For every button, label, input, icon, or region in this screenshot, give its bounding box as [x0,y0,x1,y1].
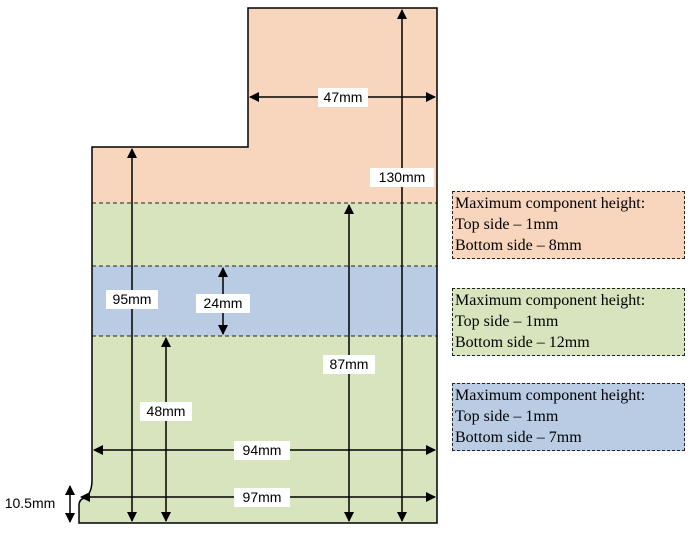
legend-title: Maximum component height: [455,292,646,309]
legend-bottom-side: Bottom side – 7mm [455,429,582,446]
legend-title: Maximum component height: [455,387,646,404]
label-band-height: 24mm [204,295,243,311]
legend-top-side: Top side – 1mm [455,313,559,330]
legend-band-zone: Maximum component height: Top side – 1mm… [452,383,685,451]
zone-green-upper [79,203,437,266]
label-top-width: 47mm [324,89,363,105]
legend-green-zone: Maximum component height: Top side – 1mm… [452,288,685,356]
label-left-height: 95mm [113,291,152,307]
legend-top-zone: Maximum component height: Top side – 1mm… [452,191,685,259]
label-band-offset: 48mm [147,403,186,419]
legend-top-side: Top side – 1mm [455,408,559,425]
label-total-width: 97mm [243,489,282,505]
legend-top-side: Top side – 1mm [455,216,559,233]
label-zone-height: 87mm [330,356,369,372]
label-inner-width: 94mm [243,442,282,458]
legend-bottom-side: Bottom side – 8mm [455,237,582,254]
legend-title: Maximum component height: [455,195,646,212]
label-total-height: 130mm [379,169,426,185]
label-notch-height: 10.5mm [5,495,56,511]
legend-bottom-side: Bottom side – 12mm [455,334,590,351]
